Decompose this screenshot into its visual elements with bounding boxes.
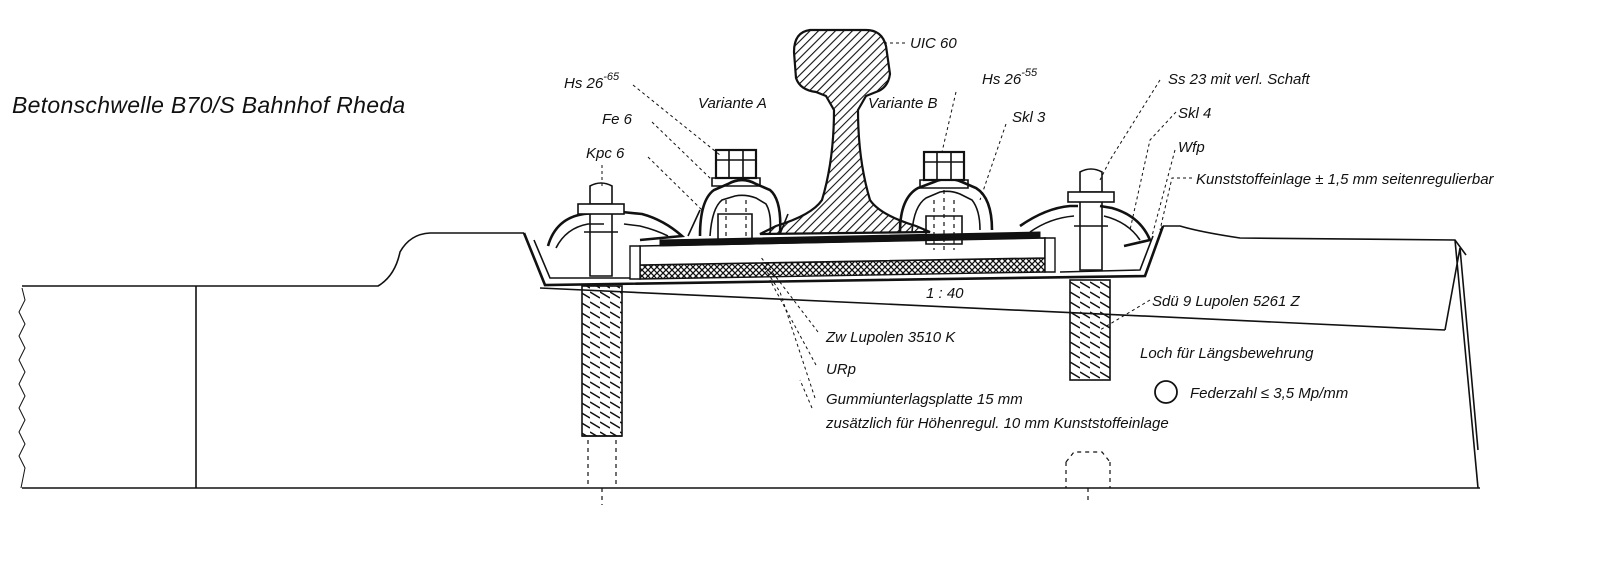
screw-dowel-right	[1069, 279, 1111, 381]
label-fe6: Fe 6	[602, 111, 633, 128]
nut-variant-b	[922, 150, 966, 182]
intermediate-layer	[659, 231, 1041, 247]
reinforcement-hole	[1154, 380, 1178, 404]
label-hs26-65: Hs 26-65	[564, 71, 620, 92]
break-line-left	[18, 287, 26, 489]
leader-lines	[601, 42, 1192, 409]
label-sdue9: Sdü 9 Lupolen 5261 Z	[1152, 293, 1300, 310]
label-loch: Loch für Längsbewehrung	[1140, 345, 1314, 362]
label-skl4: Skl 4	[1178, 105, 1211, 122]
sleeper-body	[18, 225, 1480, 489]
label-variante-b: Variante B	[868, 95, 938, 112]
label-kpc6: Kpc 6	[586, 145, 625, 162]
label-variante-a: Variante A	[698, 95, 767, 112]
rail-profile	[759, 28, 931, 236]
screw-right	[1019, 168, 1152, 500]
diagram-title: Betonschwelle B70/S Bahnhof Rheda	[12, 92, 406, 118]
nut-variant-a	[714, 148, 758, 180]
screw-left	[546, 182, 686, 505]
label-kunststoffeinlage: Kunststoffeinlage ± 1,5 mm seitenregulie…	[1196, 171, 1495, 188]
rail-seat-recess	[522, 225, 1165, 287]
fastening-variant-a	[687, 148, 789, 243]
sleeper-top-outline	[22, 232, 524, 287]
label-ss23: Ss 23 mit verl. Schaft	[1168, 71, 1311, 88]
base-plate-assembly	[629, 231, 1056, 280]
inclination-line	[539, 287, 1446, 331]
rail-uic60	[759, 28, 931, 236]
sleeper-right-end	[1454, 239, 1479, 489]
label-inclination: 1 : 40	[926, 285, 964, 302]
labels: UIC 60 Hs 26-65 Fe 6 Kpc 6 Variante A Va…	[564, 35, 1495, 432]
label-zusaetzlich: zusätzlich für Höhenregul. 10 mm Kunstst…	[825, 415, 1169, 432]
label-federzahl: Federzahl ≤ 3,5 Mp/mm	[1190, 385, 1348, 402]
label-gummi: Gummiunterlagsplatte 15 mm	[826, 391, 1023, 408]
fastening-variant-b	[898, 150, 994, 254]
label-uic60: UIC 60	[910, 35, 957, 52]
screw-dowel-left	[581, 285, 623, 437]
label-wfp: Wfp	[1178, 139, 1205, 156]
label-skl3: Skl 3	[1012, 109, 1046, 126]
label-zw: Zw Lupolen 3510 K	[825, 329, 956, 346]
label-hs26-55: Hs 26-55	[982, 67, 1038, 88]
label-urp: URp	[826, 361, 856, 378]
